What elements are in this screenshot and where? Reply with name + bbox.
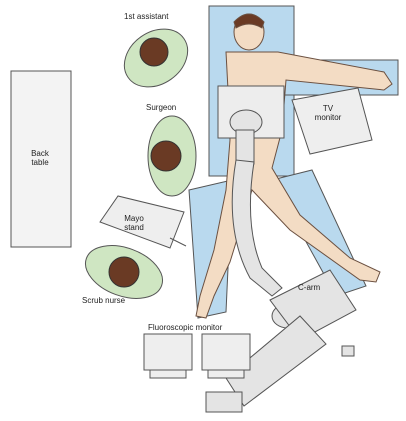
surgeon-head [151,141,181,171]
fluoroscopic-monitor-label: Fluoroscopic monitor [148,323,222,332]
scrub-nurse-head [109,257,139,287]
fluoroscopic-monitors [144,334,250,378]
back-table-label-line1: Back [20,149,60,158]
back-table-label-line2: table [20,158,60,167]
tv-monitor-label: TV monitor [308,104,348,122]
mayo-stand-label: Mayo stand [116,214,152,232]
fluoroscopic-monitor-left [144,334,192,370]
back-table-label: Back table [20,149,60,167]
first-assistant-label: 1st assistant [124,12,168,21]
mayo-stand-label-line1: Mayo [116,214,152,223]
scrub-nurse-label: Scrub nurse [82,296,125,305]
fluoroscopic-monitor-right [202,334,250,370]
mayo-stand-label-line2: stand [116,223,152,232]
surgeon [148,116,196,196]
c-arm-label: C-arm [298,283,320,292]
tv-monitor-label-line2: monitor [308,113,348,122]
tv-monitor-label-line1: TV [308,104,348,113]
first-assistant [113,17,199,99]
surgeon-label: Surgeon [146,103,176,112]
first-assistant-head [140,38,168,66]
